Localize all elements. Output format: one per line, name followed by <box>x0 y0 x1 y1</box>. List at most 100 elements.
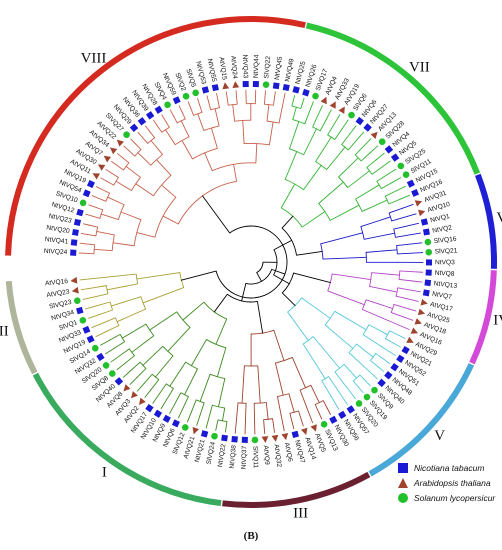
leaf-marker <box>70 239 78 246</box>
leaf-marker <box>201 86 210 94</box>
leaf-marker <box>414 200 423 207</box>
leaf-label: NtVQ23 <box>48 213 73 225</box>
tree-branch <box>319 118 327 132</box>
leaf-marker <box>355 116 364 126</box>
tree-branch <box>96 301 111 307</box>
legend-item-nicotiana: Nicotiana tabacum <box>398 460 502 475</box>
leaf-marker <box>377 378 386 388</box>
tree-branch <box>265 402 269 420</box>
tree-branch <box>348 352 365 368</box>
tree-branch <box>363 138 372 147</box>
tree-branch <box>349 125 357 135</box>
leaf-marker <box>338 106 345 114</box>
tree-branch <box>143 373 153 384</box>
leaf-marker <box>338 410 347 419</box>
panel-label: (B) <box>243 530 259 542</box>
leaf-marker <box>424 279 432 287</box>
tree-branch <box>391 177 402 184</box>
tree-branch <box>87 234 97 237</box>
leaf-marker <box>73 297 81 305</box>
tree-branch <box>85 213 93 217</box>
tree-branch <box>199 373 211 402</box>
leaf-marker <box>410 327 419 334</box>
leaf-marker <box>79 199 87 207</box>
tree-branch <box>232 104 236 122</box>
tree-branch <box>263 96 266 105</box>
leaf-marker <box>302 88 310 97</box>
tree-branch <box>360 152 371 162</box>
tree-branch <box>91 195 99 199</box>
legend: Nicotiana tabacum Arabidopsis thaliana S… <box>398 460 502 505</box>
leaf-label: NtVQ24 <box>44 248 68 256</box>
group-label: II <box>0 324 9 340</box>
tree-branch <box>388 198 401 205</box>
leaf-marker <box>291 430 299 439</box>
leaf-label: SlVQ21 <box>435 247 458 255</box>
tree-branch <box>399 270 413 273</box>
tree-branch <box>204 152 213 172</box>
tree-branch <box>233 163 238 182</box>
leaf-label: AtVQ6 <box>283 442 294 463</box>
tree-branch <box>224 426 227 433</box>
tree-branch <box>272 97 275 106</box>
leaf-label: NtVQ55 <box>206 58 218 83</box>
tree-branch <box>371 272 400 276</box>
leaf-marker <box>370 131 378 139</box>
tree-branch <box>300 418 304 427</box>
tree-branch <box>162 215 179 225</box>
tree-branch <box>137 152 152 166</box>
tree-branch <box>156 125 163 133</box>
leaf-marker <box>420 218 429 226</box>
phylogenetic-tree: NtVQ24NtVQ41NtVQ20NtVQ23NtVQ12SlVQ10NtVQ… <box>0 16 502 520</box>
tree-branch <box>93 293 109 298</box>
tree-branch <box>280 414 285 432</box>
group-arc <box>305 22 481 175</box>
tree-branch <box>334 310 367 331</box>
leaf-marker <box>292 86 300 94</box>
tree-branch <box>410 252 424 254</box>
leaf-label: NtVQ7 <box>432 291 453 301</box>
tree-branch <box>257 365 261 404</box>
leaf-label: AtVQ16 <box>45 278 69 287</box>
tree-branch <box>386 168 397 176</box>
group-label: VIII <box>81 50 107 66</box>
tree-branch <box>121 323 147 339</box>
legend-label: Arabidopsis thaliana <box>414 477 491 488</box>
tree-branch <box>191 339 207 367</box>
leaf-marker <box>171 419 180 428</box>
leaf-marker <box>221 434 228 442</box>
leaf-marker <box>73 218 82 227</box>
group-label: IV <box>493 312 502 328</box>
tree-branch <box>85 305 98 310</box>
tree-branch <box>106 283 139 291</box>
group-label: III <box>293 506 308 520</box>
tree-branch <box>356 343 374 358</box>
tree-branch <box>184 368 198 396</box>
tree-branch <box>380 182 393 190</box>
tree-branch <box>318 411 323 420</box>
legend-label: Nicotiana tabacum <box>414 462 485 473</box>
tree-branch <box>347 139 358 151</box>
tree-branch <box>221 407 226 422</box>
leaf-marker <box>123 131 130 139</box>
leaf-marker <box>396 354 405 363</box>
leaf-marker <box>242 80 249 88</box>
tree-branch <box>160 399 168 410</box>
tree-branch <box>165 129 176 146</box>
tree-branch <box>82 296 95 300</box>
leaf-marker <box>310 424 317 432</box>
tree-branch <box>284 151 298 180</box>
tree-branch <box>277 396 282 416</box>
tree-branch <box>375 152 385 161</box>
tree-branch <box>360 216 391 227</box>
leaf-marker <box>200 430 209 438</box>
leaf-marker <box>76 306 84 315</box>
tree-branch <box>301 297 331 319</box>
tree-branch <box>242 119 245 145</box>
tree-branch <box>196 414 201 426</box>
leaf-marker <box>252 80 259 88</box>
tree-branch <box>397 334 406 339</box>
leaf-marker <box>261 436 269 444</box>
leaf-marker <box>222 82 230 90</box>
tree-branch <box>174 392 182 405</box>
